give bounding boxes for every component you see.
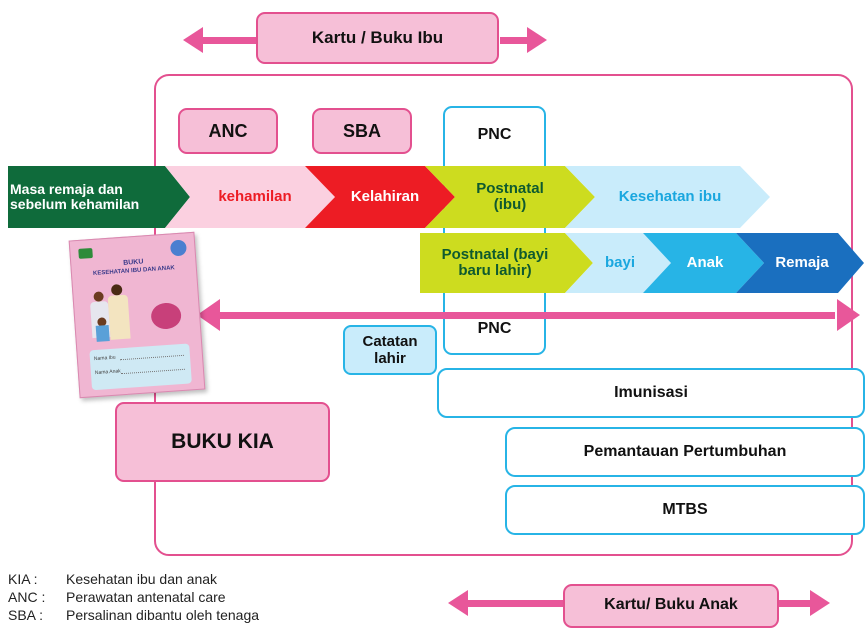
immunization-label: Imunisasi xyxy=(614,384,688,401)
top-banner-label: Kartu / Buku Ibu xyxy=(311,28,444,47)
start-label: Masa remaja dan sebelum kehamilan xyxy=(10,180,140,212)
postnatal-baby-label: Postnatal (bayi baru lahir) xyxy=(441,245,549,279)
legend-row: ANC : Perawatan antenatal care xyxy=(8,589,226,605)
top-banner-box: Kartu / Buku Ibu xyxy=(256,12,499,64)
birth-record-box: Catatan lahir xyxy=(343,325,437,375)
sba-box: SBA xyxy=(312,108,412,154)
adolescent-label: Remaja xyxy=(775,253,829,271)
legend-abbr: ANC : xyxy=(8,589,46,605)
birth-label: Kelahiran xyxy=(350,187,420,205)
legend-text: Kesehatan ibu dan anak xyxy=(66,571,218,587)
immunization-box: Imunisasi xyxy=(437,368,865,418)
bottom-double-arrow xyxy=(448,590,830,616)
mtbs-box: MTBS xyxy=(505,485,865,535)
row1-chevrons xyxy=(8,166,770,228)
kia-book-image: BUKU KESEHATAN IBU DAN ANAK Nama Ibu Nam… xyxy=(68,231,206,399)
legend-row: KIA : Kesehatan ibu dan anak xyxy=(8,571,217,587)
growth-monitoring-box: Pemantauan Pertumbuhan xyxy=(505,427,865,477)
chev-start xyxy=(8,166,190,228)
legend-text: Perawatan antenatal care xyxy=(66,589,226,605)
middle-double-arrow xyxy=(197,299,860,331)
child-label: Anak xyxy=(686,253,724,271)
anc-box: ANC xyxy=(178,108,278,154)
book-form-panel: Nama Ibu Nama Anak xyxy=(89,343,192,391)
chev-postnatal-mother xyxy=(425,166,595,228)
growth-monitoring-label: Pemantauan Pertumbuhan xyxy=(583,443,787,460)
buku-kia-label: BUKU KIA xyxy=(171,430,274,453)
mother-health-label: Kesehatan ibu xyxy=(618,187,722,205)
family-illustration xyxy=(85,278,189,345)
row2-chevrons xyxy=(420,233,864,293)
book-logo-icon xyxy=(78,247,93,259)
chev-birth xyxy=(305,166,455,228)
legend-row: SBA : Persalinan dibantu oleh tenaga xyxy=(8,607,259,623)
legend-text: Persalinan dibantu oleh tenaga xyxy=(66,607,260,623)
chev-postnatal-baby xyxy=(420,233,593,293)
pnc-top-label: PNC xyxy=(477,126,512,143)
bottom-banner-label: Kartu/ Buku Anak xyxy=(604,596,738,613)
birth-record-label: Catatan lahir xyxy=(362,332,418,367)
buku-kia-box: BUKU KIA xyxy=(115,402,330,482)
mtbs-label: MTBS xyxy=(662,501,708,518)
chev-adolescent xyxy=(736,233,864,293)
chev-pregnancy xyxy=(165,166,335,228)
anc-label: ANC xyxy=(208,120,248,141)
legend-abbr: SBA : xyxy=(8,607,44,623)
book-emblem-icon xyxy=(169,239,187,257)
chev-child xyxy=(643,233,764,293)
bottom-banner-box: Kartu/ Buku Anak xyxy=(563,584,779,628)
chev-infant xyxy=(565,233,671,293)
book-field2: Nama Anak xyxy=(94,368,121,377)
postnatal-mother-label: Postnatal (ibu) xyxy=(476,179,544,213)
infant-label: bayi xyxy=(604,253,635,271)
legend-abbr: KIA : xyxy=(8,571,38,587)
sba-label: SBA xyxy=(342,120,381,141)
pnc-bottom-label: PNC xyxy=(477,320,512,337)
chev-mother-health xyxy=(565,166,770,228)
top-double-arrow xyxy=(183,27,547,53)
book-field1: Nama Ibu xyxy=(93,354,116,363)
pregnancy-label: kehamilan xyxy=(218,187,292,205)
